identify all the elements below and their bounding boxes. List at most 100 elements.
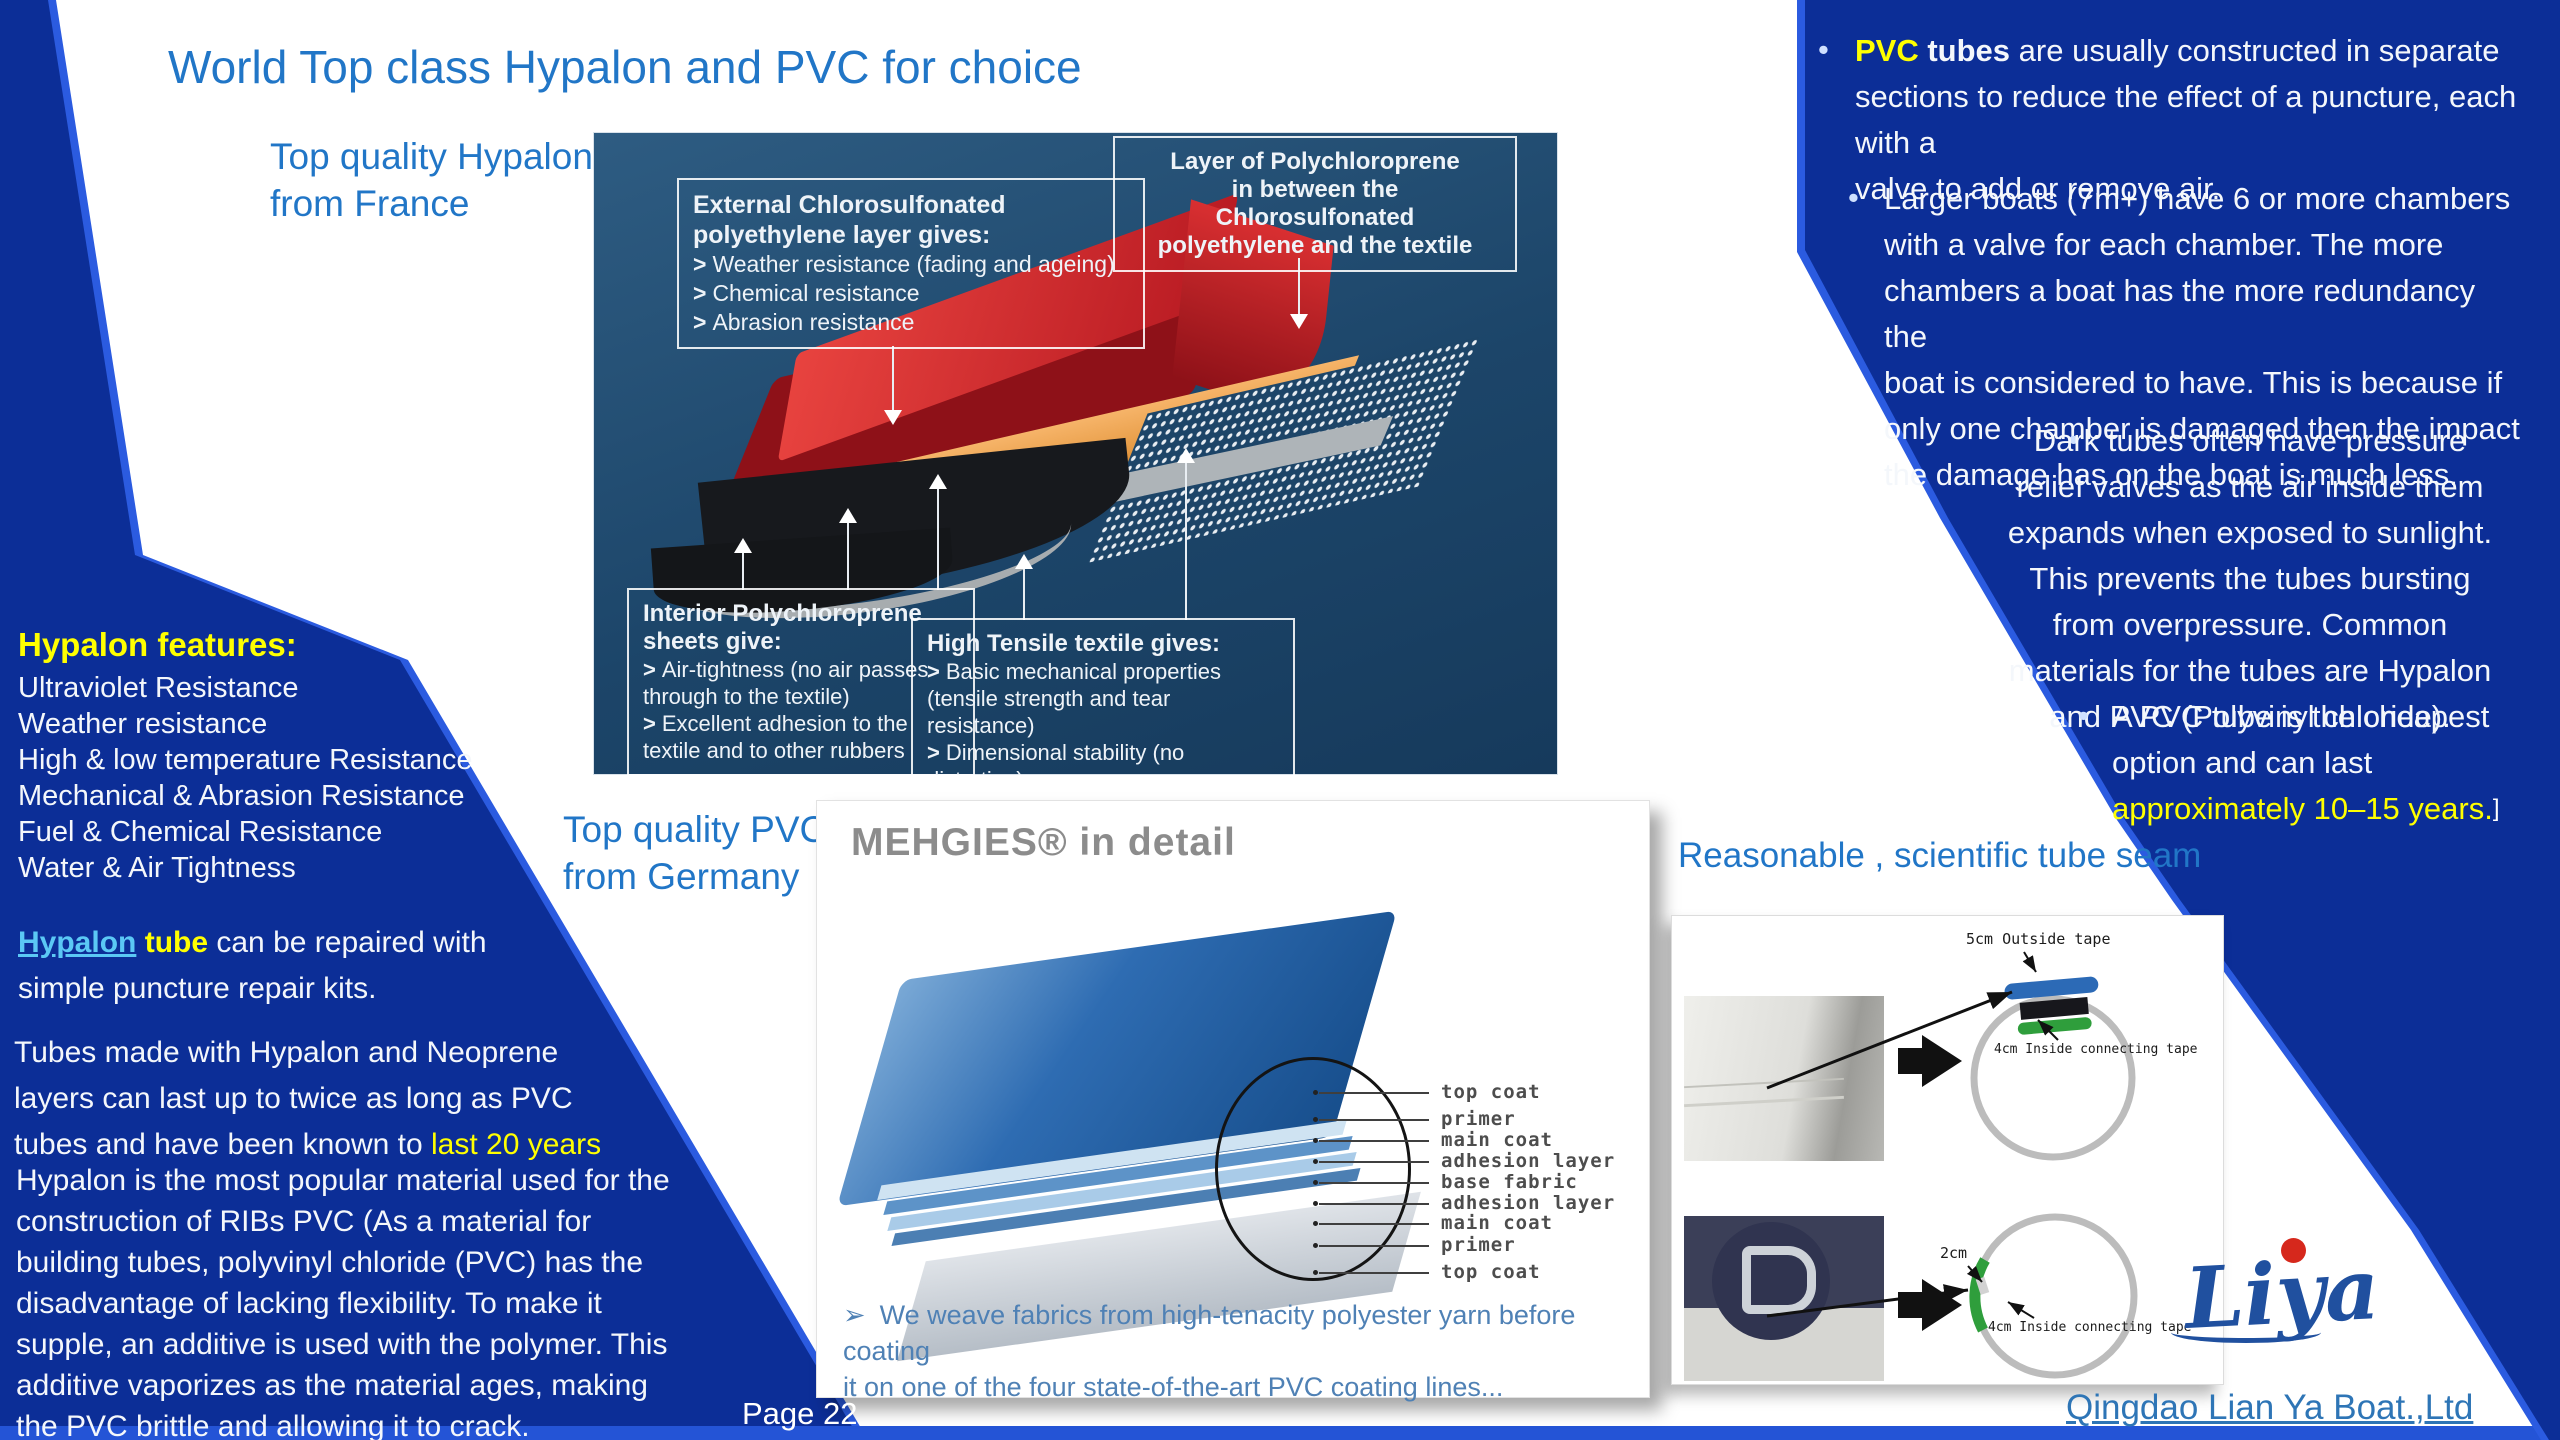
up-arrow-icon [1015, 554, 1033, 569]
callout-line [1319, 1203, 1429, 1205]
two-cm-label: 2cm [1940, 1244, 1968, 1262]
layer-label: main coat [1441, 1212, 1553, 1234]
caption-tube-seam: Reasonable , scientific tube seam [1678, 836, 2202, 875]
external-layer-item: >Weather resistance (fading and ageing) [693, 251, 1115, 277]
callout-line [1319, 1140, 1429, 1142]
polychloroprene-layer-text: Layer of Polychloroprene in between the … [1157, 148, 1473, 259]
magnifier-circle-icon [1215, 1057, 1411, 1281]
seam-black-band [2019, 996, 2089, 1020]
high-tensile-item: >Dimensional stability (no distortion) [927, 740, 1185, 775]
callout-line [1319, 1245, 1429, 1247]
paragraph-lifespan: Tubes made with Hypalon and Neoprene lay… [14, 1030, 634, 1168]
pointer-line [2022, 951, 2037, 973]
layer-label: adhesion layer [1441, 1150, 1616, 1172]
callout-dot-icon [1313, 1138, 1318, 1143]
bottom-bar [0, 1426, 2560, 1440]
inside-tape-green [2017, 1017, 2092, 1035]
weave-note: ➢We weave fabrics from high-tenacity pol… [843, 1297, 1635, 1405]
layer-label: adhesion layer [1441, 1192, 1616, 1214]
logo-underline-swash [2171, 1322, 2321, 1343]
weave-note-text: We weave fabrics from high-tenacity poly… [843, 1300, 1576, 1402]
callout-dot-icon [1313, 1201, 1318, 1206]
interior-sheets-item: >Excellent adhesion to the textile and t… [643, 711, 908, 763]
layer-label: top coat [1441, 1081, 1541, 1103]
callout-dot-icon [1313, 1270, 1318, 1275]
mehgies-heading: MEHGIES® in detail [851, 821, 1236, 864]
years-emphasis: approximately 10–15 years. [2112, 791, 2493, 826]
caption-pvc-germany: Top quality PVC from Germany [563, 809, 827, 897]
up-arrow-icon [1177, 448, 1195, 463]
feature-item: Water & Air Tightness [18, 852, 296, 884]
callout-line [1319, 1223, 1429, 1225]
up-arrow-icon [734, 538, 752, 553]
tube-seam-card: 5cm Outside tape 4cm Inside connecting t… [1671, 915, 2224, 1385]
callout-line [1319, 1272, 1429, 1274]
tube-ring [1970, 995, 2136, 1161]
tubes-emphasis: tubes [1918, 33, 2011, 68]
hypalon-link[interactable]: Hypalon [18, 926, 137, 959]
callout-dot-icon [1313, 1221, 1318, 1226]
liya-logo: Liya [2171, 1236, 2405, 1354]
seam-photo [1684, 996, 1884, 1161]
layer-label: top coat [1441, 1261, 1541, 1283]
paragraph-repair-text: can be repaired with simple puncture rep… [18, 926, 487, 1005]
external-layer-title: External Chlorosulfonated polyethylene l… [693, 191, 1006, 249]
dring-photo [1684, 1216, 1884, 1381]
inside-tape-label: 4cm Inside connecting tape [1988, 1320, 2192, 1335]
connector-line [742, 552, 744, 590]
d-ring-icon [1742, 1246, 1816, 1314]
callout-dot-icon [1313, 1243, 1318, 1248]
connector-line [847, 522, 849, 590]
pvc-cheapest-bullet: A PVC tube is the cheapest option and ca… [2112, 694, 2552, 832]
tape-stack [2004, 976, 2099, 1035]
pvc-tubes-bullet: PVC tubes are usually constructed in sep… [1855, 28, 2555, 212]
caption-hypalon-france: Top quality Hypalon from France [270, 136, 593, 224]
callout-line [1319, 1119, 1429, 1121]
chevron-icon: > [693, 251, 707, 277]
right-arrow-icon [1898, 1279, 1962, 1331]
hypalon-layer-diagram: External Chlorosulfonated polyethylene l… [593, 132, 1558, 775]
connector-line [1185, 462, 1187, 620]
mehgies-diagram-card: MEHGIES® in detail top coat primer main … [816, 800, 1650, 1402]
feature-item: High & low temperature Resistance [18, 744, 473, 776]
high-tensile-item: >Basic mechanical properties (tensile st… [927, 659, 1221, 738]
interior-sheets-item: >Air-tightness (no air passes through to… [643, 657, 929, 709]
interior-sheets-box: Interior Polychloroprene sheets give: >A… [627, 588, 975, 775]
callout-dot-icon [1313, 1117, 1318, 1122]
pvc-emphasis: PVC [1855, 33, 1919, 68]
outside-tape-label: 5cm Outside tape [1966, 930, 2111, 948]
pointer-line [1966, 1265, 1983, 1283]
high-tensile-title: High Tensile textile gives: [927, 630, 1220, 657]
pointer-line [2007, 1301, 2035, 1319]
layer-label: main coat [1441, 1129, 1553, 1151]
tube-ring [1972, 1213, 2138, 1379]
up-arrow-icon [929, 474, 947, 489]
page-title: World Top class Hypalon and PVC for choi… [168, 41, 1082, 93]
bullet-icon: • [1848, 180, 1859, 215]
cursor-artifact: ] [2492, 795, 2500, 822]
connector-line [1023, 568, 1025, 620]
feature-item: Fuel & Chemical Resistance [18, 816, 383, 848]
pvc-tubes-text: are usually constructed in separate sect… [1855, 33, 2517, 206]
layer-label: primer [1441, 1108, 1516, 1130]
callout-line [1319, 1182, 1429, 1184]
connector-line [937, 488, 939, 590]
arrow-bullet-icon: ➢ [843, 1300, 866, 1330]
page-number: Page 22 [742, 1396, 858, 1431]
inside-tape-label: 4cm Inside connecting tape [1994, 1042, 2198, 1057]
company-link[interactable]: Qingdao Lian Ya Boat.,Ltd [2066, 1388, 2474, 1427]
callout-dot-icon [1313, 1090, 1318, 1095]
polychloroprene-layer-box: Layer of Polychloroprene in between the … [1113, 136, 1517, 272]
paragraph-material: Hypalon is the most popular material use… [16, 1164, 670, 1440]
chevron-icon: > [643, 657, 656, 682]
hypalon-features-heading: Hypalon features: [18, 626, 297, 663]
long-arrow-line [1766, 990, 2013, 1090]
feature-item: Ultraviolet Resistance [18, 672, 299, 704]
callout-dot-icon [1313, 1159, 1318, 1164]
pointer-line [2037, 1019, 2059, 1041]
external-layer-box: External Chlorosulfonated polyethylene l… [677, 178, 1145, 349]
larger-boats-bullet: Larger boats (7m+) have 6 or more chambe… [1884, 181, 2520, 492]
bullet-icon: • [2078, 698, 2089, 733]
external-layer-item: >Abrasion resistance [693, 309, 915, 335]
